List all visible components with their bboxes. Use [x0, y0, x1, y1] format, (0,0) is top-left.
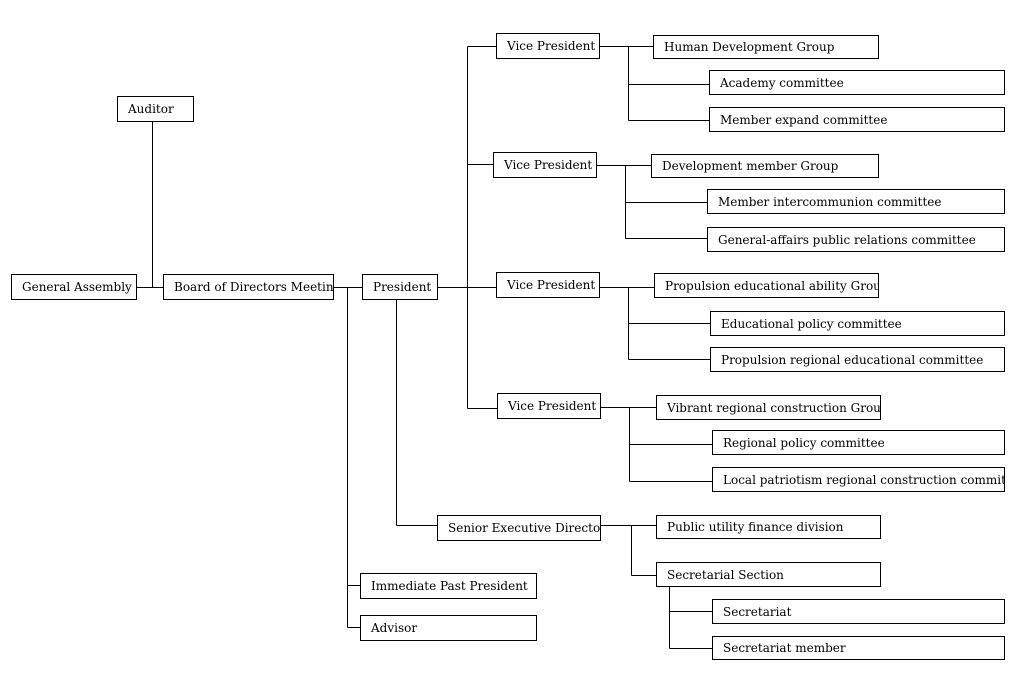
- node-vice-president-4: Vice President: [497, 393, 601, 419]
- node-secretariat: Secretariat: [712, 599, 1005, 624]
- node-board-of-directors: Board of Directors Meeting: [163, 274, 334, 300]
- node-general-assembly: General Assembly: [11, 274, 137, 300]
- node-secretarial-section: Secretarial Section: [656, 562, 881, 587]
- node-human-development-group: Human Development Group: [653, 35, 879, 59]
- node-development-member-group: Development member Group: [651, 154, 879, 178]
- node-vibrant-regional-group: Vibrant regional construction Group: [656, 395, 881, 420]
- node-auditor: Auditor: [117, 96, 194, 122]
- node-propulsion-educational-group: Propulsion educational ability Group: [654, 273, 879, 298]
- node-secretariat-member: Secretariat member: [712, 636, 1005, 660]
- node-vice-president-3: Vice President: [496, 272, 600, 298]
- node-general-affairs-committee: General-affairs public relations committ…: [707, 227, 1005, 252]
- node-senior-executive-director: Senior Executive Director: [437, 515, 601, 541]
- node-advisor: Advisor: [360, 615, 537, 641]
- node-member-intercommunion-committee: Member intercommunion committee: [707, 189, 1005, 214]
- node-immediate-past-president: Immediate Past President: [360, 573, 537, 599]
- node-vice-president-2: Vice President: [493, 152, 597, 178]
- node-regional-policy-committee: Regional policy committee: [712, 430, 1005, 455]
- node-president: President: [362, 274, 438, 300]
- node-vice-president-1: Vice President: [496, 33, 600, 59]
- node-academy-committee: Academy committee: [709, 70, 1005, 95]
- node-local-patriotism-committee: Local patriotism regional construction c…: [712, 467, 1005, 492]
- node-member-expand-committee: Member expand committee: [709, 107, 1005, 132]
- node-propulsion-regional-committee: Propulsion regional educational committe…: [710, 347, 1005, 372]
- node-public-utility-finance: Public utility finance division: [656, 515, 881, 539]
- node-educational-policy-committee: Educational policy committee: [710, 311, 1005, 336]
